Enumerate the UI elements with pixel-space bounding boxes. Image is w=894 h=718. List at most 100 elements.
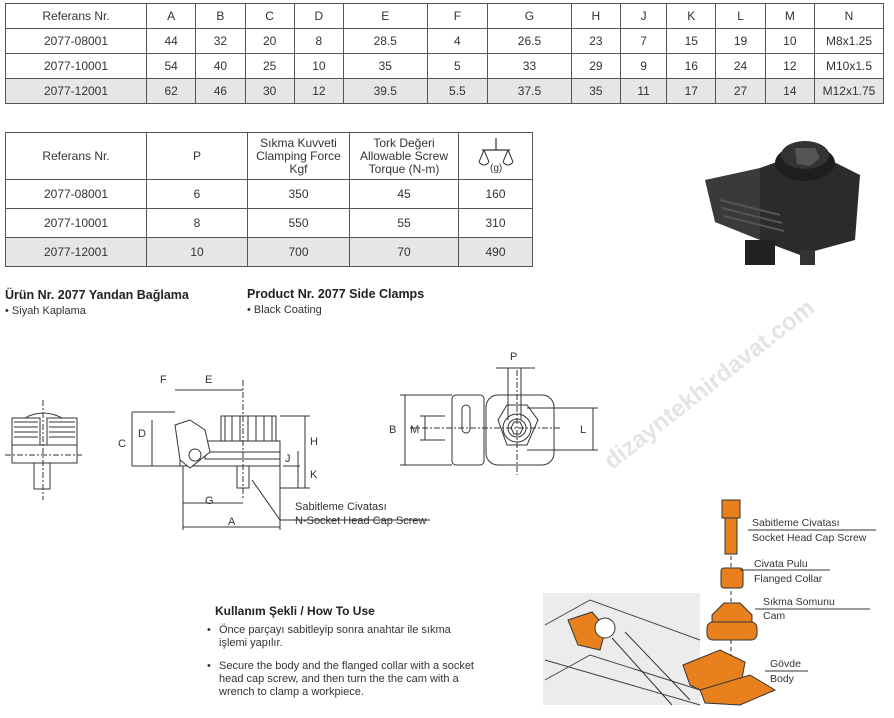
table-cell: 39.5	[343, 78, 428, 104]
table-cell: 10	[293, 53, 345, 79]
dimensions-table: Referans Nr. A B C D E F G H J K L M N 2…	[5, 3, 884, 104]
header-text: Kgf	[289, 161, 308, 176]
header-cell: A	[145, 3, 197, 29]
table-cell: 70	[349, 237, 459, 267]
table-cell: 2077-10001	[5, 208, 147, 238]
specs-table: Referans Nr. P Sıkma Kuvveti Clamping Fo…	[5, 132, 533, 267]
table-cell: 14	[764, 78, 816, 104]
table-cell: M8x1.25	[814, 28, 884, 54]
table-cell: 45	[349, 179, 459, 209]
dim-label-g: G	[205, 495, 214, 507]
table-cell: 5.5	[426, 78, 489, 104]
top-view	[400, 367, 598, 475]
header-cell: P	[146, 132, 248, 180]
table-cell: 9	[619, 53, 668, 79]
dim-label-a: A	[228, 516, 236, 528]
table-cell: 2077-08001	[5, 28, 147, 54]
table-row: 2077-12001 10 700 70 490	[5, 237, 533, 267]
table-cell: M10x1.5	[814, 53, 884, 79]
table-cell: 490	[458, 237, 533, 267]
dim-label-j: J	[285, 453, 291, 465]
dim-label-m: M	[410, 424, 419, 436]
table-cell: 35	[570, 78, 622, 104]
header-text: Clamping Force	[256, 148, 341, 163]
product-title-tr: Ürün Nr. 2077 Yandan Bağlama	[5, 288, 189, 302]
table-cell: 10	[764, 28, 816, 54]
header-text: Allowable Screw	[359, 148, 449, 163]
table-cell: 160	[458, 179, 533, 209]
table-cell: 46	[195, 78, 246, 104]
dim-label-k: K	[310, 469, 318, 481]
table-cell: M12x1.75	[814, 78, 884, 104]
table-cell: 30	[244, 78, 295, 104]
bullet-text: Secure the body and the flanged collar w…	[219, 660, 474, 698]
table-header-row: Referans Nr. A B C D E F G H J K L M N	[5, 3, 884, 29]
table-cell: 2077-12001	[5, 78, 147, 104]
header-cell-torque: Tork Değeri Allowable Screw Torque (N-m)	[349, 132, 459, 180]
list-item: •Secure the body and the flanged collar …	[207, 660, 477, 699]
screw-label-tr: Sabitleme Civatası	[295, 501, 387, 513]
table-cell: 17	[666, 78, 717, 104]
table-cell: 11	[619, 78, 668, 104]
dimension-labels: F E C D G A H J K Sabitleme Civatası N-S…	[118, 374, 426, 528]
table-cell: 29	[570, 53, 622, 79]
header-text: Sıkma Kuvveti	[260, 135, 337, 150]
how-to-use-title: Kullanım Şekli / How To Use	[215, 604, 375, 618]
product-title-en: Product Nr. 2077 Side Clamps	[247, 287, 425, 301]
table-cell: 62	[145, 78, 197, 104]
header-cell-weight: (g)	[458, 132, 533, 180]
header-cell: D	[293, 3, 345, 29]
part-label-tr: Gövde	[770, 658, 801, 670]
header-cell: E	[343, 3, 428, 29]
exploded-parts	[682, 499, 777, 706]
list-item: •Önce parçayı sabitleyip sonra anahtar i…	[207, 624, 477, 650]
header-text: Tork Değeri	[373, 135, 435, 150]
table-cell: 37.5	[487, 78, 572, 104]
dim-label-c: C	[118, 438, 126, 450]
dim-label-d: D	[138, 428, 146, 440]
part-label-tr: Sabitleme Civatası	[752, 517, 840, 529]
table-cell: 350	[247, 179, 350, 209]
table-cell: 8	[293, 28, 345, 54]
bullet-text: Önce parçayı sabitleyip sonra anahtar il…	[219, 624, 451, 649]
table-cell: 700	[247, 237, 350, 267]
screw-label-en: N-Socket Head Cap Screw	[295, 515, 426, 527]
part-label-en: Flanged Collar	[754, 573, 823, 585]
table-cell: 8	[146, 208, 248, 238]
dim-label-l: L	[580, 424, 586, 436]
table-cell: 12	[293, 78, 345, 104]
part-label-en: Socket Head Cap Screw	[752, 532, 867, 544]
part-label-tr: Civata Pulu	[754, 558, 808, 570]
dim-label-b: B	[389, 424, 396, 436]
how-to-use: Kullanım Şekli / How To Use •Önce parçay…	[207, 605, 477, 709]
watermark: dizayntekhirdavat.com	[599, 294, 820, 475]
header-cell: N	[814, 3, 884, 29]
table-cell: 2077-10001	[5, 53, 147, 79]
header-cell: J	[619, 3, 668, 29]
weight-unit: (g)	[490, 163, 502, 174]
part-label-tr: Sıkma Somunu	[763, 596, 835, 608]
part-labels	[740, 529, 876, 672]
table-cell: 20	[244, 28, 295, 54]
table-cell: 23	[570, 28, 622, 54]
header-text: Torque (N-m)	[368, 161, 440, 176]
dim-label-e: E	[205, 374, 212, 386]
scale-icon: (g)	[478, 138, 513, 174]
usage-illustration	[543, 593, 701, 706]
table-cell: 44	[145, 28, 197, 54]
table-cell: 40	[195, 53, 246, 79]
product-subtitle-tr: • Siyah Kaplama	[5, 305, 86, 317]
header-cell: K	[666, 3, 717, 29]
dim-label-f: F	[160, 374, 167, 386]
header-cell: M	[764, 3, 816, 29]
table-cell: 24	[715, 53, 766, 79]
part-label-en: Body	[770, 673, 795, 685]
table-cell: 55	[349, 208, 459, 238]
table-cell: 2077-12001	[5, 237, 147, 267]
header-cell: Referans Nr.	[5, 3, 147, 29]
table-cell: 26.5	[487, 28, 572, 54]
table-row: 2077-08001 44 32 20 8 28.5 4 26.5 23 7 1…	[5, 28, 884, 54]
part-label-en: Cam	[763, 610, 785, 622]
